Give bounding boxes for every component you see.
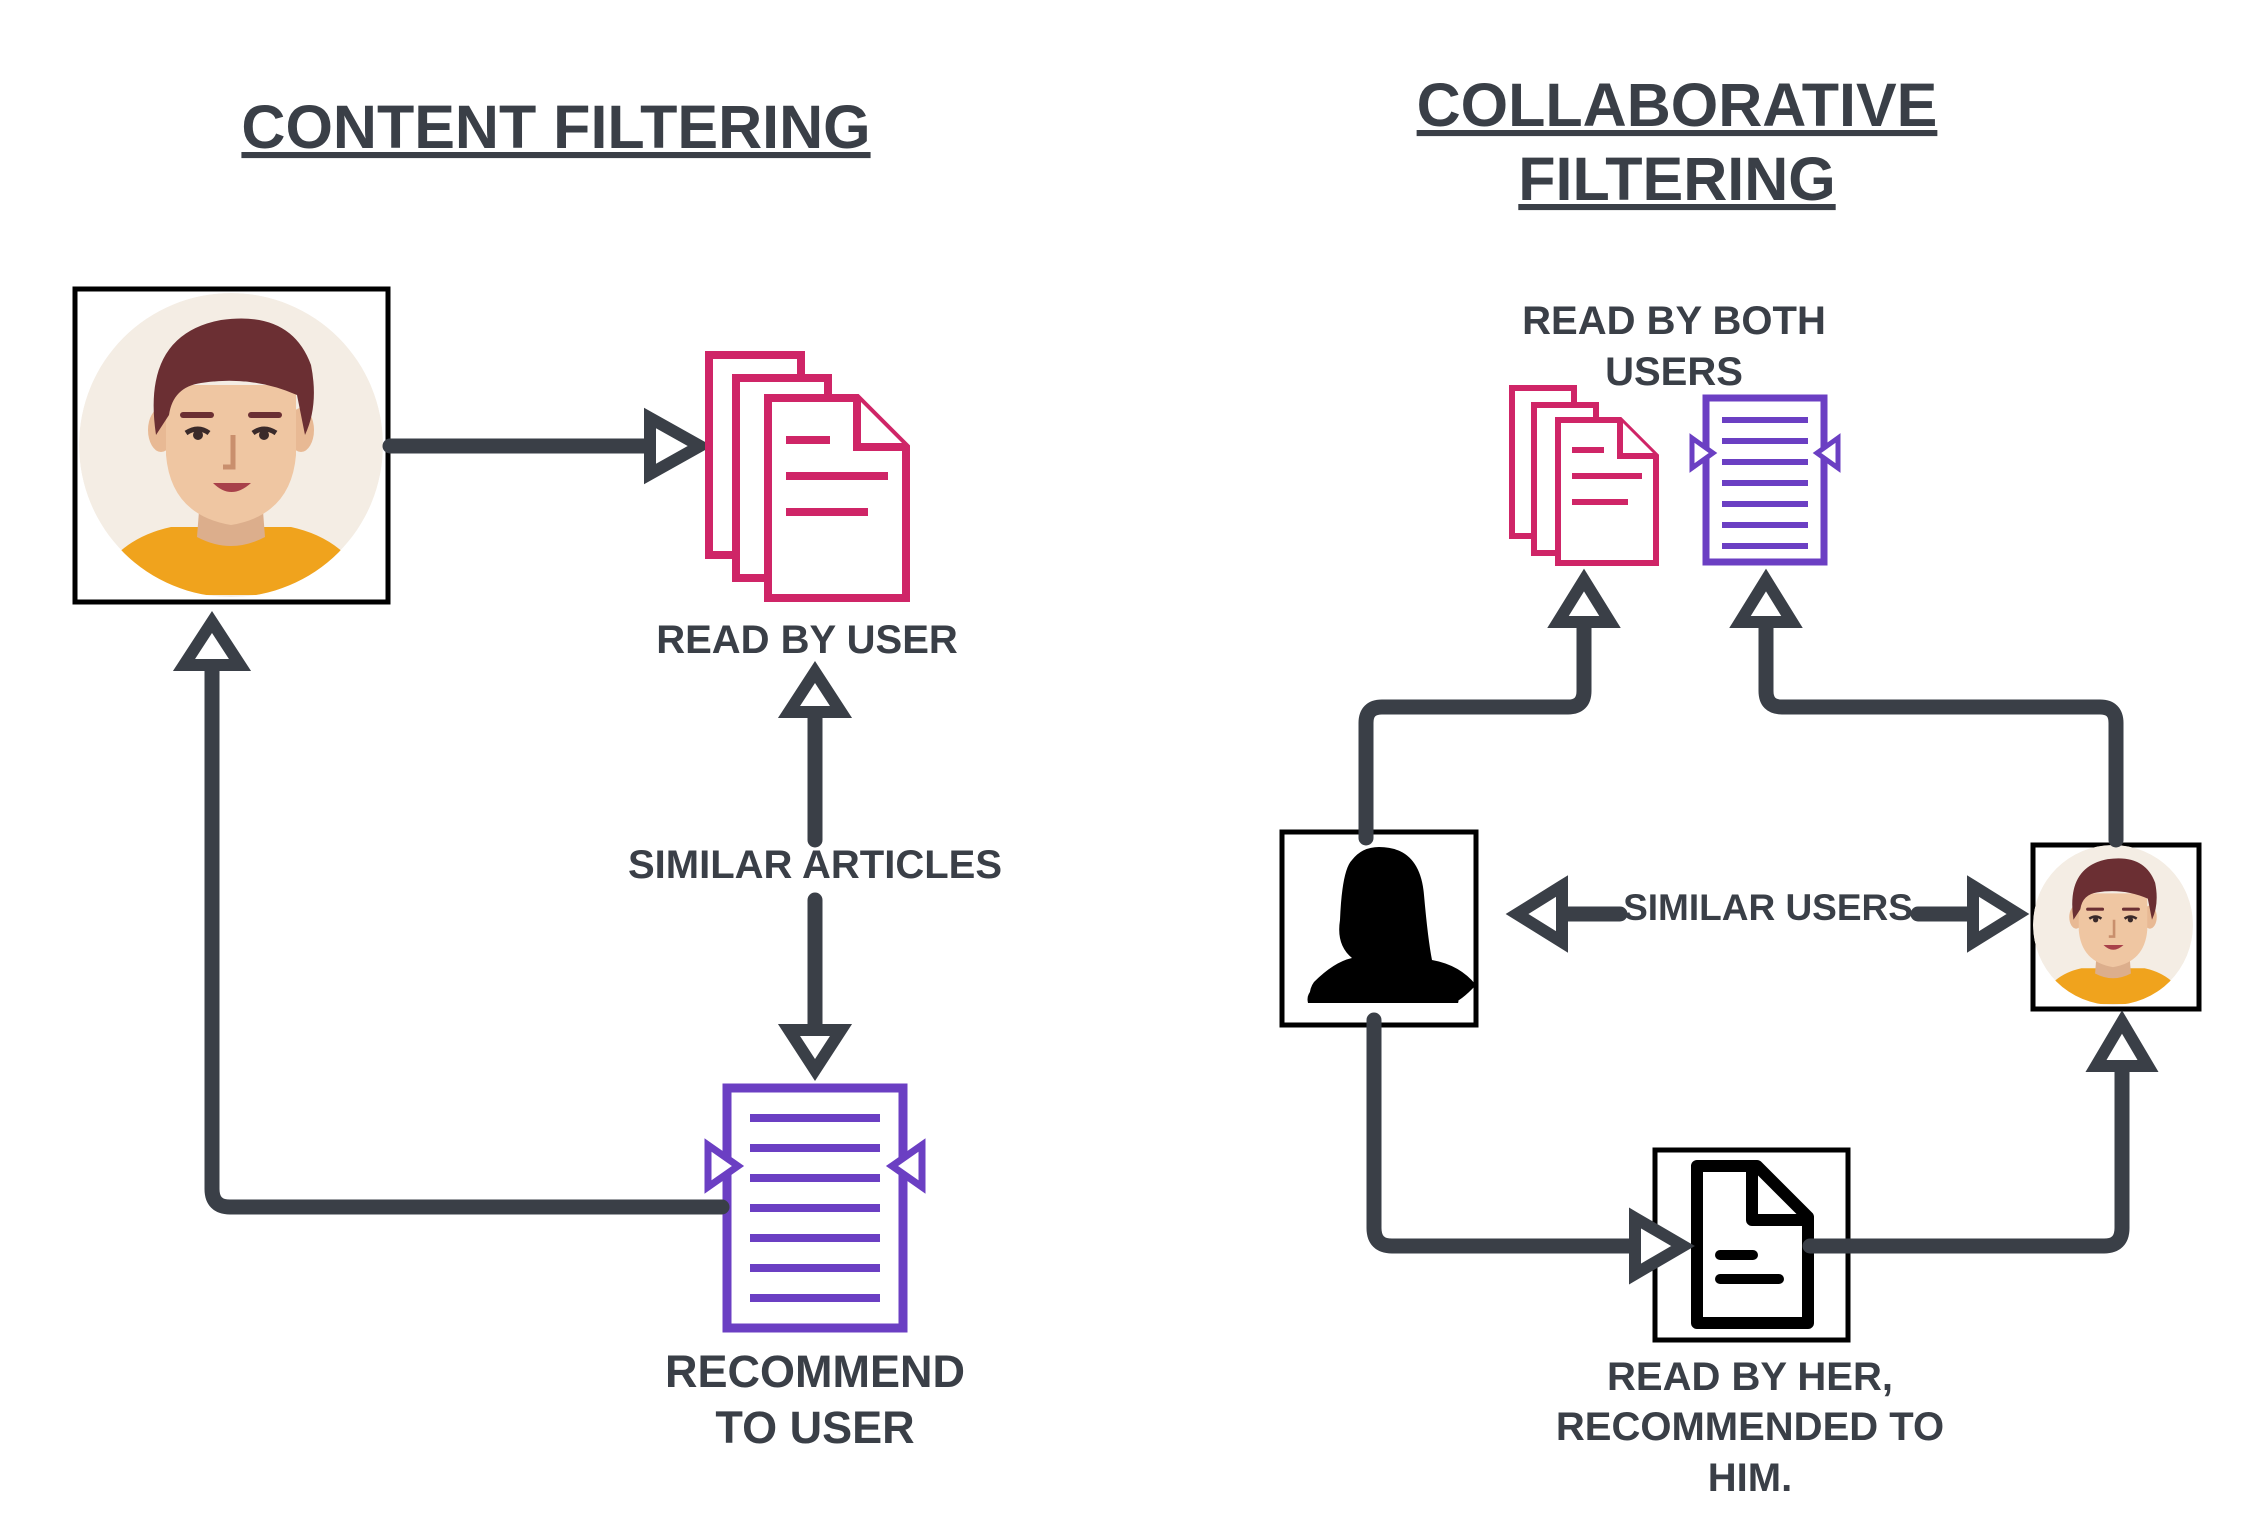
article-document-icon [1689,394,1841,566]
article-document-icon [704,1083,926,1333]
man-avatar-icon [2030,842,2202,1012]
man-avatar-icon [72,286,391,605]
arrow-woman-to-file-doc [1366,1012,1695,1285]
woman-silhouette-icon [1279,829,1479,1028]
read-by-user-label: READ BY USER [656,618,958,662]
arrow-woman-to-pink-docs [1358,568,1621,846]
similar-articles-label: SIMILAR ARTICLES [628,843,1002,887]
stacked-documents-icon [1509,385,1659,566]
arrow-recommend-to-user [172,611,730,1215]
content-filtering-title: CONTENT FILTERING [241,93,870,161]
collaborative-title-line2: FILTERING [1518,145,1835,213]
read-by-her-label-line3: HIM. [1708,1456,1792,1500]
read-by-her-label-line2: RECOMMENDED TO [1556,1405,1944,1449]
recommend-label-line1: RECOMMEND [665,1346,965,1397]
similar-articles-arrow [777,660,853,1082]
arrow-file-doc-to-man [1802,1010,2159,1254]
arrow-man-to-purple-doc [1729,568,2124,848]
recommend-label-line2: TO USER [715,1402,914,1453]
collaborative-title-line1: COLLABORATIVE [1417,71,1938,139]
read-by-both-label-line2: USERS [1605,350,1743,394]
stacked-documents-icon [705,351,910,602]
similar-users-arrow [1505,875,2030,953]
arrow-user-to-read [382,407,713,485]
similar-users-label: SIMILAR USERS [1623,887,1913,928]
read-by-both-label-line1: READ BY BOTH [1522,299,1826,343]
read-by-her-label-line1: READ BY HER, [1607,1355,1893,1399]
